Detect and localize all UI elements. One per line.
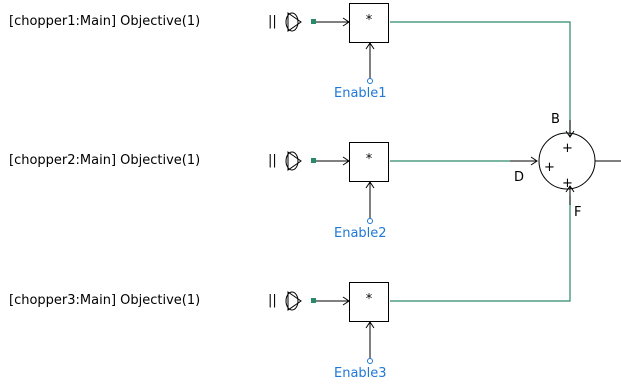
row-3-multiply-symbol: * [365, 292, 373, 307]
summer-port-f-label: F [574, 205, 582, 220]
row-1-enable-label[interactable]: Enable1 [334, 86, 387, 101]
row-1-output-wire [390, 21, 571, 133]
row-3-enable-arrow [365, 321, 375, 329]
row-2-enable-arrow [365, 181, 375, 189]
row-2-source-ring [285, 151, 299, 171]
summer-port-d-label: D [514, 170, 525, 185]
row-1-source-icon[interactable] [287, 12, 302, 32]
row-1-multiply-block[interactable]: * [349, 3, 389, 43]
summer-sign-bottom: + [562, 176, 573, 191]
row-1-enable-port[interactable] [367, 78, 373, 84]
row-1-source-ring [285, 12, 299, 32]
row-3-input-bar-icon: || [268, 293, 277, 308]
row-1-input-bar-icon: || [268, 14, 277, 29]
row-2-output-port [311, 158, 316, 163]
row-1-multiply-symbol: * [365, 13, 373, 28]
summer-bottom-arrow [565, 185, 575, 193]
row-3-input-label[interactable]: [chopper3:Main] Objective(1) [9, 293, 201, 308]
row-3-output-port [311, 298, 316, 303]
row-3-enable-label[interactable]: Enable3 [334, 366, 387, 381]
row-3-output-wire [390, 196, 571, 302]
row-2-multiply-symbol: * [365, 152, 373, 167]
row-1-output-port [311, 19, 316, 24]
summer-sign-left: + [544, 160, 555, 175]
row-3-multiply-block[interactable]: * [349, 282, 389, 322]
row-2-summer-arrow [530, 156, 538, 166]
row-3-source-icon[interactable] [287, 291, 302, 311]
row-3-source-ring [285, 291, 299, 311]
row-2-source-icon[interactable] [287, 151, 302, 171]
row-2-input-bar-icon: || [268, 153, 277, 168]
row-2-enable-label[interactable]: Enable2 [334, 226, 387, 241]
row-2-wiring [285, 151, 538, 224]
row-1-enable-arrow [365, 42, 375, 50]
summer-top-arrow [565, 130, 575, 138]
row-1-wiring [285, 12, 571, 133]
row-3-enable-port[interactable] [367, 358, 373, 364]
row-3-wiring [285, 196, 571, 364]
summer-block[interactable] [538, 120, 621, 205]
row-2-input-label[interactable]: [chopper2:Main] Objective(1) [9, 153, 201, 168]
row-1-input-label[interactable]: [chopper1:Main] Objective(1) [9, 14, 201, 29]
summer-sign-top: + [562, 141, 573, 156]
summer-port-b-label: B [551, 112, 560, 127]
row-2-multiply-block[interactable]: * [349, 142, 389, 182]
row-2-enable-port[interactable] [367, 218, 373, 224]
